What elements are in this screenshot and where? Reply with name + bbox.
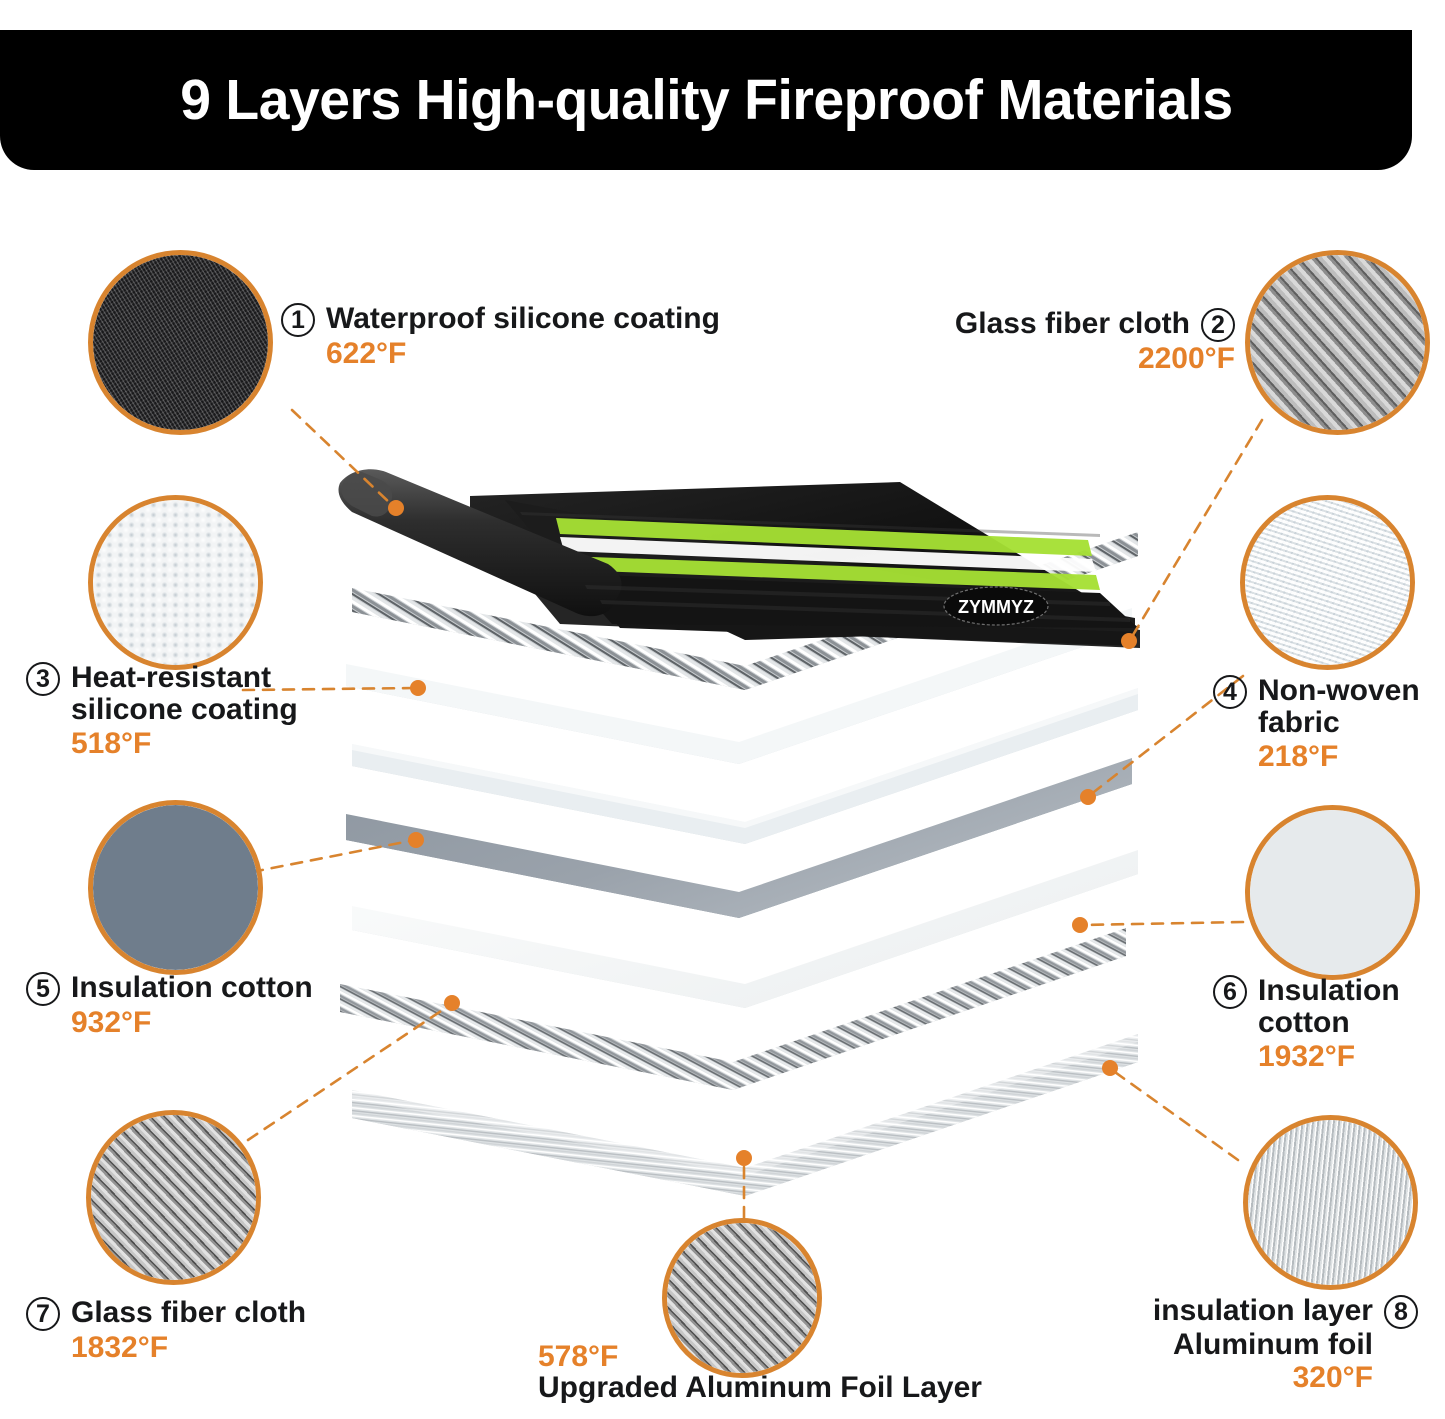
- layer-label-7: 7 Glass fiber cloth 1832°F: [26, 1296, 307, 1366]
- layer-8-name-row: insulation layer 8: [1010, 1294, 1418, 1329]
- layer-6-name-line-2: cotton: [1258, 1006, 1350, 1040]
- pale-solid-swatch: [1245, 805, 1420, 980]
- layer-label-4: 4 Non-woven fabric 218°F: [1213, 674, 1420, 774]
- stack-layer-aluminum-foil-bottom: [352, 1034, 1138, 1196]
- layer-6-name-lines: Insulation cotton: [1258, 974, 1400, 1040]
- layer-3-badge: 3: [26, 662, 60, 696]
- layer-6-name-row: 6 Insulation cotton: [1213, 974, 1400, 1040]
- title-banner: 9 Layers High-quality Fireproof Material…: [0, 30, 1412, 170]
- grey-twill-fine-texture: [91, 1115, 256, 1280]
- layer-3-name-lines: Heat-resistant silicone coating: [71, 661, 298, 727]
- layer-label-8: insulation layer 8 Aluminum foil 320°F: [1010, 1294, 1418, 1396]
- stack-layer-glass-fiber-cloth-lower: [340, 928, 1126, 1090]
- layer-7-badge: 7: [26, 1297, 60, 1331]
- page-title: 9 Layers High-quality Fireproof Material…: [179, 68, 1233, 132]
- layer-7-name-row: 7 Glass fiber cloth: [26, 1296, 307, 1331]
- layer-3-name-line-2: silicone coating: [71, 693, 298, 727]
- layer-8-badge: 8: [1384, 1295, 1418, 1329]
- layer-8-name-line-2: Aluminum foil: [1173, 1328, 1373, 1361]
- layer-5-name: Insulation cotton: [71, 971, 313, 1004]
- layer-label-9-name-wrap: Upgraded Aluminum Foil Layer: [538, 1371, 982, 1404]
- white-fabric-texture: [1245, 500, 1410, 665]
- layer-label-6: 6 Insulation cotton 1932°F: [1213, 974, 1400, 1074]
- layer-8-temperature: 320°F: [1292, 1361, 1373, 1395]
- layer-3-name-row: 3 Heat-resistant silicone coating: [26, 661, 298, 727]
- layer-2-badge: 2: [1201, 308, 1235, 342]
- layer-3-name-line-1: Heat-resistant: [71, 661, 272, 694]
- layer-7-name: Glass fiber cloth: [71, 1296, 307, 1329]
- layer-1-badge: 1: [281, 303, 315, 337]
- foil-swatch: [1243, 1115, 1418, 1290]
- brand-logo-text: ZYMMYZ: [958, 597, 1034, 617]
- layer-label-1: 1 Waterproof silicone coating 622°F: [281, 302, 720, 372]
- layer-3-temperature: 518°F: [71, 726, 152, 760]
- layer-4-temperature: 218°F: [1258, 739, 1339, 773]
- stack-layer-top-black-mat: ZYMMYZ: [338, 469, 1140, 648]
- layer-5-badge: 5: [26, 972, 60, 1006]
- layer-4-name-line-1: Non-woven: [1258, 674, 1420, 707]
- grey-twill-swatch: [1245, 250, 1430, 435]
- layer-label-9: 578°F: [538, 1340, 618, 1375]
- layer-8-name-line-1: insulation layer: [1152, 1294, 1373, 1327]
- layer-9-temperature: 578°F: [538, 1340, 619, 1373]
- layer-label-5: 5 Insulation cotton 932°F: [26, 971, 313, 1041]
- layer-4-badge: 4: [1213, 675, 1247, 709]
- layer-6-badge: 6: [1213, 975, 1247, 1009]
- black-woven-swatch: [88, 250, 273, 435]
- layer-4-name-lines: Non-woven fabric: [1258, 674, 1420, 740]
- layer-1-name-row: 1 Waterproof silicone coating: [281, 302, 720, 337]
- grey-twill-fine-swatch: [86, 1110, 261, 1285]
- upgraded-foil-texture: [667, 1223, 817, 1373]
- stack-layer-insulation-cotton-lower: [352, 850, 1138, 1008]
- layer-label-2: Glass fiber cloth 2 2200°F: [830, 307, 1235, 377]
- layer-1-temperature: 622°F: [326, 337, 407, 370]
- layer-2-name: Glass fiber cloth: [954, 307, 1190, 340]
- layer-4-name-line-2: fabric: [1258, 706, 1340, 740]
- layer-6-name-line-1: Insulation: [1258, 974, 1400, 1007]
- black-woven-texture: [93, 255, 268, 430]
- layer-6-temperature: 1932°F: [1258, 1039, 1356, 1073]
- pale-solid-texture: [1250, 810, 1415, 975]
- layer-2-name-row: Glass fiber cloth 2: [830, 307, 1235, 342]
- stack-layer-insulation-cotton-upper: [346, 758, 1132, 918]
- layer-2-temperature: 2200°F: [1137, 342, 1235, 375]
- layer-7-temperature: 1832°F: [71, 1331, 169, 1364]
- slate-solid-texture: [93, 805, 258, 970]
- white-fabric-swatch: [1240, 495, 1415, 670]
- white-dotted-swatch: [88, 495, 263, 670]
- stack-layer-non-woven-fabric: [352, 688, 1138, 844]
- brand-logo: ZYMMYZ: [943, 586, 1049, 626]
- upgraded-foil-swatch: [662, 1218, 822, 1378]
- stack-layer-heat-resistant-silicone: [346, 608, 1132, 764]
- layer-9-name: Upgraded Aluminum Foil Layer: [538, 1371, 982, 1404]
- white-dotted-texture: [93, 500, 258, 665]
- layer-5-name-row: 5 Insulation cotton: [26, 971, 313, 1006]
- layer-4-name-row: 4 Non-woven fabric: [1213, 674, 1420, 740]
- layer-1-name: Waterproof silicone coating: [326, 302, 720, 335]
- slate-solid-swatch: [88, 800, 263, 975]
- layer-label-3: 3 Heat-resistant silicone coating 518°F: [26, 661, 298, 761]
- foil-texture: [1248, 1120, 1413, 1285]
- stack-layer-glass-fiber-cloth-upper: [352, 532, 1138, 690]
- grey-twill-texture: [1250, 255, 1425, 430]
- layer-5-temperature: 932°F: [71, 1006, 152, 1039]
